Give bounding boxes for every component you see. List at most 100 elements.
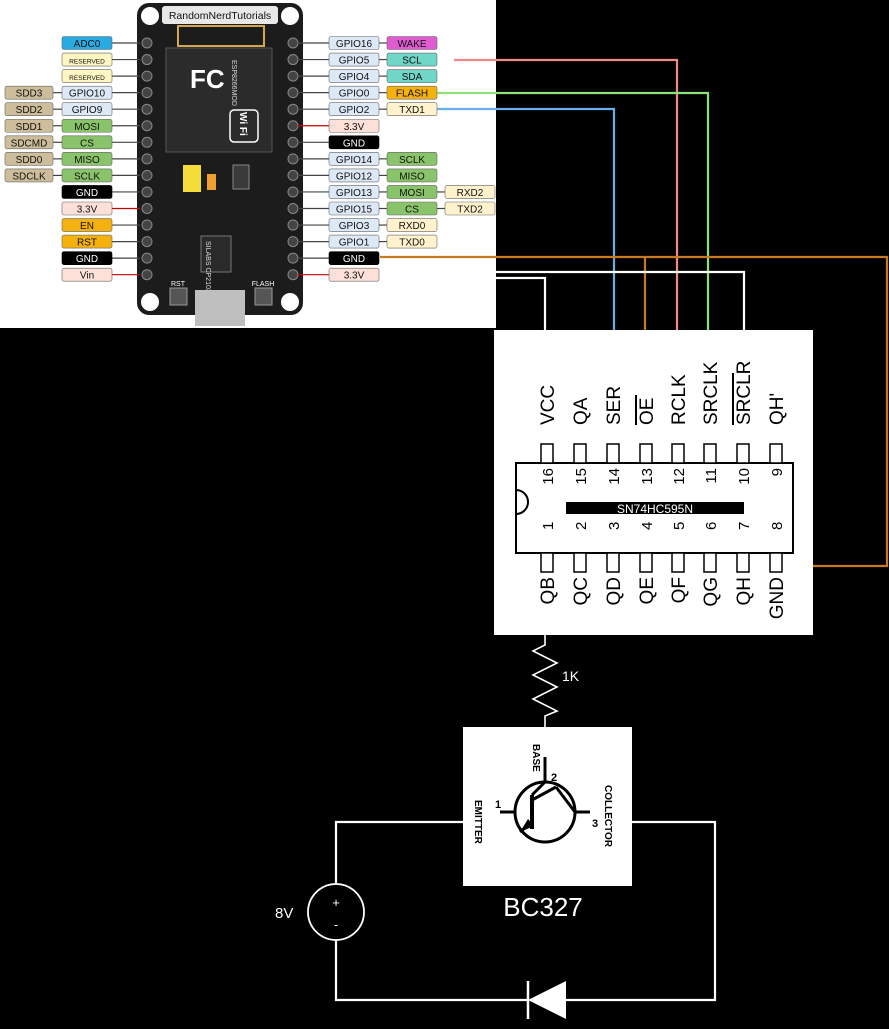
header-pin [287,70,299,82]
supply-minus: - [334,917,338,932]
pin-label: Vin [80,271,94,282]
header-pin [141,103,153,115]
chip-pin-leg [671,443,685,464]
chip-pin-number: 6 [703,522,720,530]
diode [526,981,566,1019]
chip-pins: 16VCC15QA14SER13OE12RCLK11SRCLK10SRCLR9Q… [538,361,788,620]
pin-label: RESERVED [69,59,105,66]
chip-pin-leg [703,443,717,464]
pin-label-box [386,36,438,50]
chip-pin-name: VCC [538,385,559,425]
pin-label-box [61,102,113,116]
transistor-panel [463,727,632,886]
collector-pin: 3 [592,818,598,830]
usb-chip [200,235,232,273]
chip-pin-number: 1 [540,522,557,530]
chip-pin-number: 5 [671,522,688,530]
pin-label: SDA [402,72,423,83]
base-label: BASE [530,744,541,772]
header-pin [287,252,299,264]
pin-label-box [386,69,438,83]
chip-pin-name: QC [571,577,592,606]
pin-label: GPIO5 [339,56,370,67]
header-pin [287,120,299,132]
rst-button[interactable] [169,287,188,306]
header-pin [287,103,299,115]
pin-label-box [61,118,113,133]
pin-label-box [386,218,438,232]
chip-pin-leg [769,443,783,464]
pin-label-box [386,85,438,100]
wifi-logo-icon [229,109,259,143]
chip-pin-name: OE [637,398,658,425]
pin-label-box [61,251,113,265]
pin-label: GPIO4 [339,72,370,83]
header-pin [141,120,153,132]
header-pin [287,269,299,281]
transistor-bc327: BASE 2 EMITTER 1 COLLECTOR 3 BC327 [463,727,632,922]
chip-pin-leg [639,552,653,573]
pin-label-box [61,168,113,183]
chip-pin-leg [736,443,750,464]
brand-box [162,6,278,24]
pin-label-box [328,267,380,282]
mount-hole [281,7,299,25]
chip-pin-name: SRCLK [701,361,722,425]
wire-ser [437,107,616,358]
pin-label: RXD2 [457,188,484,199]
base-pin: 2 [551,772,557,784]
pin-label: 3.3V [77,205,98,216]
pin-label: GPIO9 [72,105,103,116]
pin-label: GND [76,254,98,265]
pin-label: TXD1 [399,105,425,116]
pin-label-box [386,102,438,116]
regulator [232,164,250,190]
mount-hole [141,293,159,311]
pin-label: 3.3V [344,122,365,133]
pin-label-box [61,185,113,199]
flash-button[interactable] [254,287,273,306]
usb-connector [195,290,245,326]
capacitor-small [207,174,216,190]
module-text: ESP8266MOD [230,60,237,106]
pin-label-box [61,36,113,50]
chip-pin-name: SRCLR [734,361,755,425]
pin-label-box [328,135,380,150]
chip-pin-leg [573,443,587,464]
header-pin [141,37,153,49]
pin-label: CS [405,205,419,216]
header-pin [141,186,153,198]
chip-pin-number: 8 [769,522,786,530]
header-pin [141,269,153,281]
header-pin [287,87,299,99]
header-pin [287,54,299,66]
pin-label: TXD0 [399,238,425,249]
chip-pin-leg [606,552,620,573]
pin-label: GPIO1 [339,238,370,249]
pin-label-box [61,85,113,100]
pin-label: GPIO12 [336,171,373,182]
wire-rclk [454,58,679,352]
supply-voltage: 8V [275,905,293,922]
header-pins [141,37,299,281]
pin-label-box [4,152,54,166]
header-pin [287,236,299,248]
pin-label: ADC0 [74,39,101,50]
pin-label: RST [77,238,97,249]
wifi-label: Wi Fi [237,112,248,136]
pin-label-box [61,201,113,216]
antenna-trace [177,25,265,47]
chip-notch [515,489,529,515]
header-pin [141,153,153,165]
chip-pin-name: QG [701,577,722,607]
pin-label-box [444,185,496,199]
pin-label: SDCLK [12,171,46,182]
pin-label-box [386,152,438,166]
resistor-label: 1K [562,668,580,684]
esp8266-board: RandomNerdTutorials FC ESP8266MOD Wi Fi … [137,3,303,326]
pin-label: TXD2 [457,205,483,216]
power-supply: + - 8V [275,883,365,941]
pin-label-box [386,168,438,183]
